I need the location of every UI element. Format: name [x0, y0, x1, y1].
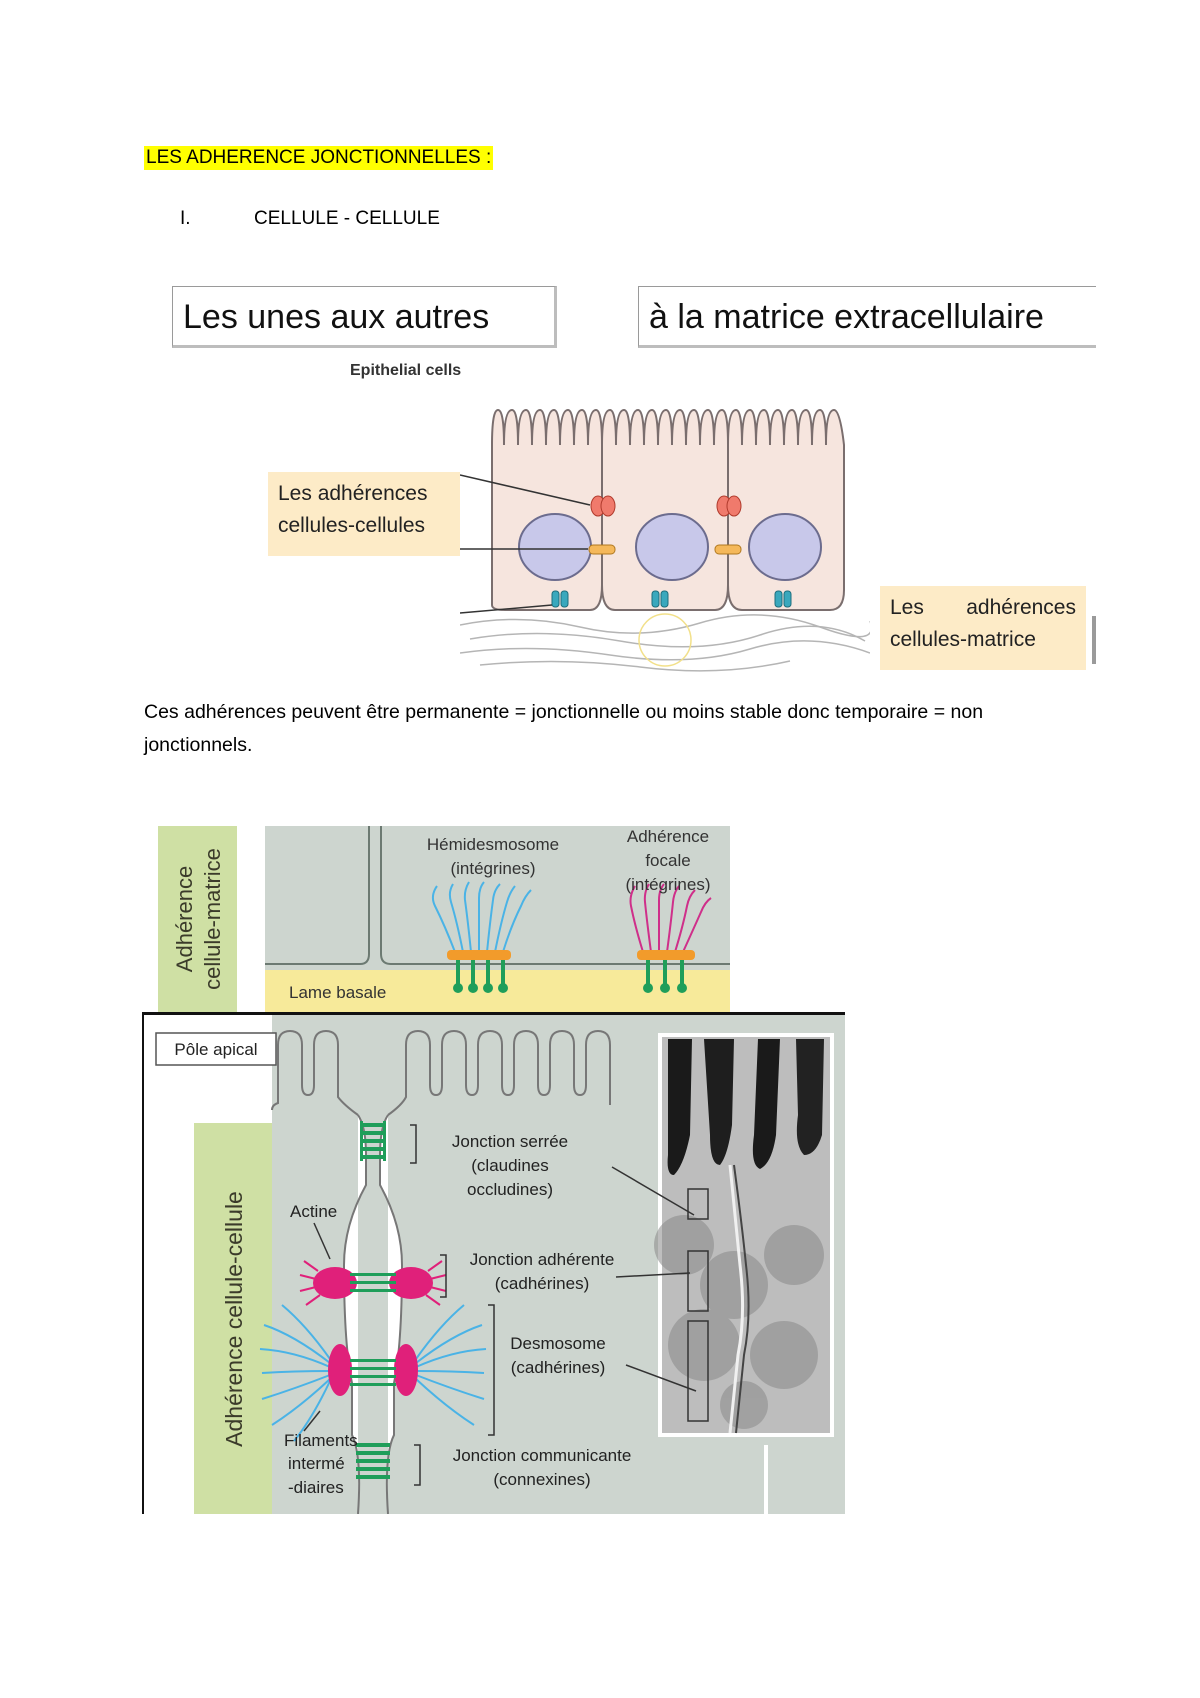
nucleus — [748, 513, 822, 581]
tight-junction-marker — [600, 495, 616, 517]
brackets — [410, 1124, 495, 1486]
filaments-label-line2: intermé — [288, 1454, 345, 1473]
side-label-cell-matrix: Adhérence cellule-matrice — [158, 826, 237, 1012]
tight-junction-line1: Jonction serrée — [452, 1132, 568, 1151]
page-heading: LES ADHERENCE JONCTIONNELLES : — [144, 146, 494, 170]
tight-junction-line2: (claudines — [471, 1156, 549, 1175]
side-label-cell-matrix-text: Adhérence cellule-matrice — [172, 848, 225, 990]
nucleus — [635, 513, 709, 581]
note-cell-cell-adhesion: Les adhérences cellules-cellules — [268, 472, 460, 556]
desmosome-line2: (cadhérines) — [511, 1358, 606, 1377]
gap-junction-line2: (connexines) — [493, 1470, 590, 1489]
tight-junction-line3: occludines) — [467, 1180, 553, 1199]
actine-label: Actine — [290, 1202, 337, 1221]
header-box-left: Les unes aux autres — [172, 286, 557, 348]
panel-top-rule — [142, 1012, 845, 1015]
hemidesmosome-label-line1: Hémidesmosome — [427, 835, 559, 854]
electron-micrograph — [654, 1033, 834, 1437]
adherens-junction-marker — [714, 544, 742, 555]
nucleus — [518, 513, 592, 581]
adherens-junction-line1: Jonction adhérente — [470, 1250, 615, 1269]
adherens-junction — [299, 1260, 447, 1306]
panel-left-rule — [142, 1012, 144, 1514]
extracellular-matrix — [460, 614, 870, 672]
gap-junction — [356, 1443, 390, 1479]
filaments-label-line3: -diaires — [288, 1478, 344, 1497]
pole-apical-box — [155, 1032, 277, 1066]
tight-junction-marker — [726, 495, 742, 517]
adherens-junction-line2: (cadhérines) — [495, 1274, 590, 1293]
header-box-right: à la matrice extracellulaire — [638, 286, 1096, 348]
lame-basale-band — [265, 970, 730, 1012]
desmosome-line1: Desmosome — [510, 1334, 605, 1353]
section-title: CELLULE - CELLULE — [254, 208, 440, 229]
hemidesmosome — [431, 881, 532, 993]
focal-label-line1: Adhérence — [627, 827, 709, 846]
desmosome — [259, 1304, 487, 1442]
adherens-junction-marker — [588, 544, 616, 555]
filaments-label-line1: Filaments — [284, 1431, 358, 1450]
epithelial-cells-label: Epithelial cells — [350, 362, 462, 379]
microvilli — [271, 1029, 611, 1116]
focal-label-line3: (intégrines) — [625, 875, 710, 894]
cell-cell-panel: Adhérence cellule-cellule Pôle apical — [144, 1015, 845, 1514]
pole-apical-label: Pôle apical — [174, 1040, 257, 1059]
lame-basale-label: Lame basale — [289, 983, 386, 1002]
side-label-top-line2: cellule-matrice — [200, 848, 225, 990]
hemidesmosome-label-line2: (intégrines) — [450, 859, 535, 878]
cell-matrix-panel: Hémidesmosome (intégrines) Adhérence foc… — [265, 826, 730, 1012]
gap-junction-line1: Jonction communicante — [453, 1446, 632, 1465]
side-label-cell-cell-text: Adhérence cellule-cellule — [221, 1191, 247, 1447]
section-number: I. — [180, 208, 191, 229]
tight-junction — [360, 1121, 386, 1161]
note-cell-matrix-adhesion: Les adhérences cellules-matrice — [880, 586, 1086, 670]
side-label-top-line1: Adhérence — [172, 866, 197, 972]
epithelium-illustration — [460, 408, 870, 672]
side-label-cell-cell — [194, 1123, 272, 1514]
body-paragraph: Ces adhérences peuvent être permanente =… — [144, 701, 984, 756]
focal-adhesion — [629, 883, 712, 993]
cell-matrix-marker — [551, 590, 792, 608]
edge-bar — [1092, 616, 1096, 664]
focal-label-line2: focale — [645, 851, 690, 870]
